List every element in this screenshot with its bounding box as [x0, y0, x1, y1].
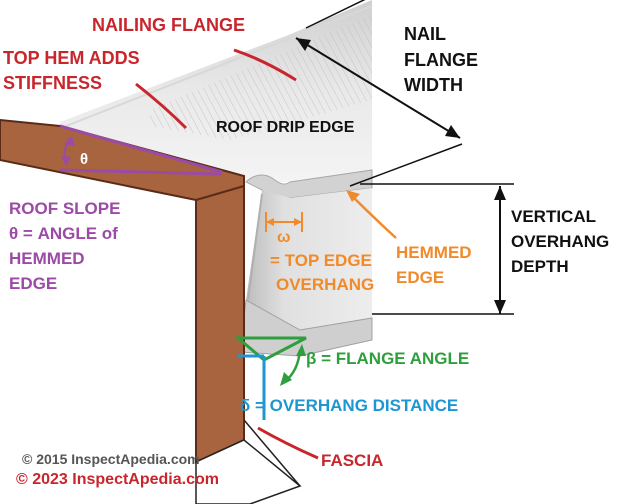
label-hemmed-2: EDGE — [396, 268, 444, 287]
nail-flange-width-arrow — [295, 0, 463, 187]
drip-edge-face — [246, 188, 372, 352]
label-hemmed-1: HEMMED — [396, 243, 472, 262]
label-roof-slope-1: ROOF SLOPE — [9, 199, 120, 218]
fascia-board — [195, 184, 245, 464]
label-flange-angle: β = FLANGE ANGLE — [306, 349, 469, 368]
wood-structure — [0, 118, 302, 504]
fascia-pointer — [257, 426, 319, 460]
label-roof-slope-2: θ = ANGLE of — [9, 224, 118, 243]
label-top-edge-1: = TOP EDGE — [270, 251, 372, 270]
label-roof-slope-4: EDGE — [9, 274, 57, 293]
top-hem-pointer — [135, 82, 188, 130]
label-nailing-flange: NAILING FLANGE — [92, 15, 245, 35]
label-roof-slope-3: HEMMED — [9, 249, 85, 268]
delta-overhang-mark — [238, 354, 266, 420]
beta-flange-angle-mark — [233, 336, 307, 386]
label-nail-flange-2: FLANGE — [404, 50, 478, 70]
label-fascia: FASCIA — [321, 451, 383, 470]
omega-overhang-mark — [265, 212, 303, 232]
face-fold-line — [247, 193, 263, 301]
label-theta: θ — [80, 151, 88, 168]
label-vertical-2: OVERHANG — [511, 232, 609, 251]
label-nail-flange-3: WIDTH — [404, 75, 463, 95]
copyright-2023: © 2023 InspectApedia.com — [16, 471, 219, 488]
label-top-hem-1: TOP HEM ADDS — [3, 48, 140, 68]
theta-angle-mark — [59, 124, 223, 176]
red-pointers — [135, 48, 319, 460]
hemmed-edge-pointer — [346, 190, 397, 239]
label-roof-drip-edge: ROOF DRIP EDGE — [216, 119, 355, 136]
label-top-hem-2: STIFFNESS — [3, 73, 102, 93]
label-vertical-1: VERTICAL — [511, 207, 596, 226]
flange-crease-line — [65, 5, 373, 127]
drip-edge-metal — [60, 0, 373, 357]
label-nail-flange-1: NAIL — [404, 24, 446, 44]
vertical-overhang-depth-arrow — [360, 183, 514, 315]
nailing-flange-pointer — [233, 48, 297, 82]
label-top-edge-2: OVERHANG — [276, 275, 374, 294]
fascia-lower-edge — [195, 439, 302, 504]
label-vertical-3: DEPTH — [511, 257, 569, 276]
label-omega: ω — [277, 229, 291, 246]
label-overhang-distance: δ = OVERHANG DISTANCE — [240, 396, 458, 415]
nailing-flange-ribs — [150, 14, 372, 140]
copyright-2015: © 2015 InspectApedia.com — [22, 451, 200, 467]
fascia-return-line — [243, 419, 301, 487]
